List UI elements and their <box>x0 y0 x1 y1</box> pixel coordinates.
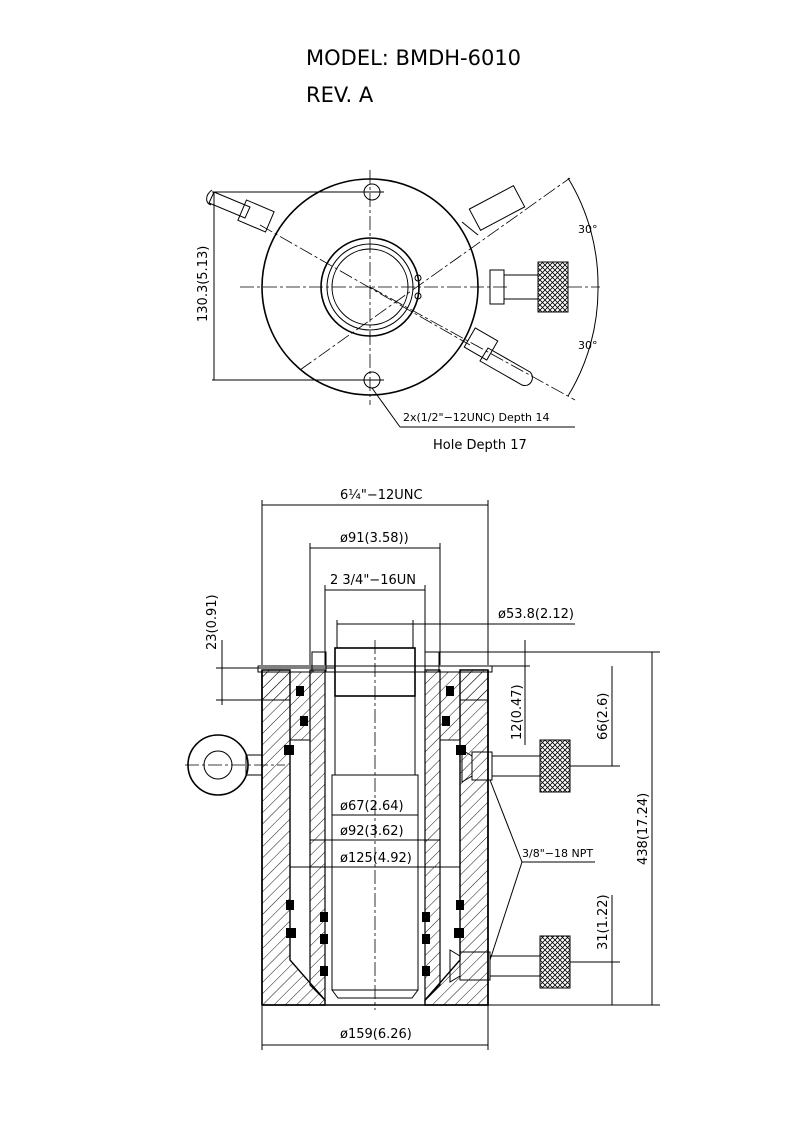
diag-line-1 <box>259 224 471 346</box>
handle-upper-left <box>206 189 275 233</box>
thread-2-3-4-label: 2 3/4"−16UN <box>330 573 416 588</box>
angle-arc-bottom <box>567 286 599 397</box>
hydraulic-fitting-top <box>489 261 600 313</box>
bore-inner <box>326 243 414 331</box>
bore-mark-upper <box>414 274 422 282</box>
top-thread-label: 6¼"−12UNC <box>340 488 423 503</box>
thread-note: 2x(1/2"−12UNC) Depth 14 <box>403 411 550 424</box>
dia-159-label: ø159(6.26) <box>340 1027 412 1042</box>
seals <box>284 686 466 976</box>
dia-125-label: ø125(4.92) <box>340 851 412 866</box>
hydraulic-fitting-upper <box>461 739 571 793</box>
height-dim-label: 130.3(5.13) <box>196 246 211 322</box>
top-view: 30° 30° 130.3(5.13) 2x(1/2"−12UNC) Depth… <box>196 170 600 453</box>
diag-line-3 <box>369 286 576 401</box>
coupler-upper-right <box>461 184 526 236</box>
dim-66-label: 66(2.6) <box>596 693 611 740</box>
section-view: 6¼"−12UNC ø91(3.58)) 2 3/4"−16UN ø53.8(2… <box>185 488 660 1050</box>
eye-bolt <box>185 734 285 796</box>
angle-label-bottom: 30° <box>578 339 598 352</box>
dia-67-label: ø67(2.64) <box>340 799 404 814</box>
dim-12-label: 12(0.47) <box>510 684 525 740</box>
handle-lower-right <box>463 327 533 387</box>
angle-arc-top <box>567 177 599 288</box>
model-title: MODEL: BMDH-6010 <box>306 46 522 70</box>
dim-23-label: 23(0.91) <box>205 594 220 650</box>
dia-92-label: ø92(3.62) <box>340 824 404 839</box>
dia-91-label: ø91(3.58)) <box>340 531 409 546</box>
dim-438-label: 438(17.24) <box>636 793 651 865</box>
bore-outer <box>320 237 420 337</box>
npt-label: 3/8"−18 NPT <box>522 847 593 860</box>
plunger-circle <box>331 248 409 326</box>
dim-31-label: 31(1.22) <box>596 894 611 950</box>
bore-mark-lower <box>414 292 422 300</box>
revision-label: REV. A <box>306 83 374 107</box>
dia-53-label: ø53.8(2.12) <box>498 607 574 622</box>
hydraulic-fitting-lower <box>449 935 571 989</box>
hole-depth-note: Hole Depth 17 <box>433 438 527 453</box>
angle-label-top: 30° <box>578 223 598 236</box>
diag-line-2 <box>299 177 571 371</box>
